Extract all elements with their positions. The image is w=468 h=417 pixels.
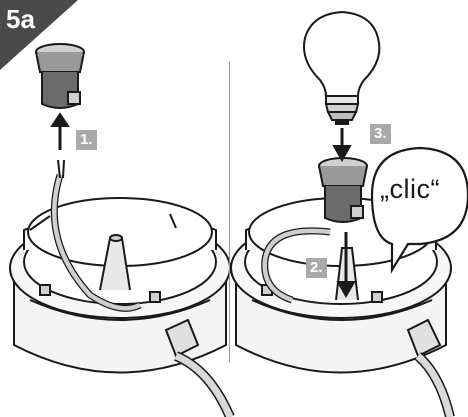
arrow-down-icon xyxy=(334,128,350,160)
lamp-socket-icon xyxy=(319,158,367,222)
step-label-3: 3. xyxy=(370,124,391,144)
click-sound-text: „clic“ xyxy=(380,174,440,205)
light-bulb-icon xyxy=(304,12,379,124)
lamp-socket-icon xyxy=(36,44,84,108)
step-label-1: 1. xyxy=(76,130,97,150)
panel-divider xyxy=(229,62,230,362)
left-panel xyxy=(10,44,230,417)
right-panel xyxy=(231,12,468,417)
arrow-up-icon xyxy=(52,114,68,150)
step-badge: 5a xyxy=(6,4,35,35)
step-label-2: 2. xyxy=(306,258,327,278)
